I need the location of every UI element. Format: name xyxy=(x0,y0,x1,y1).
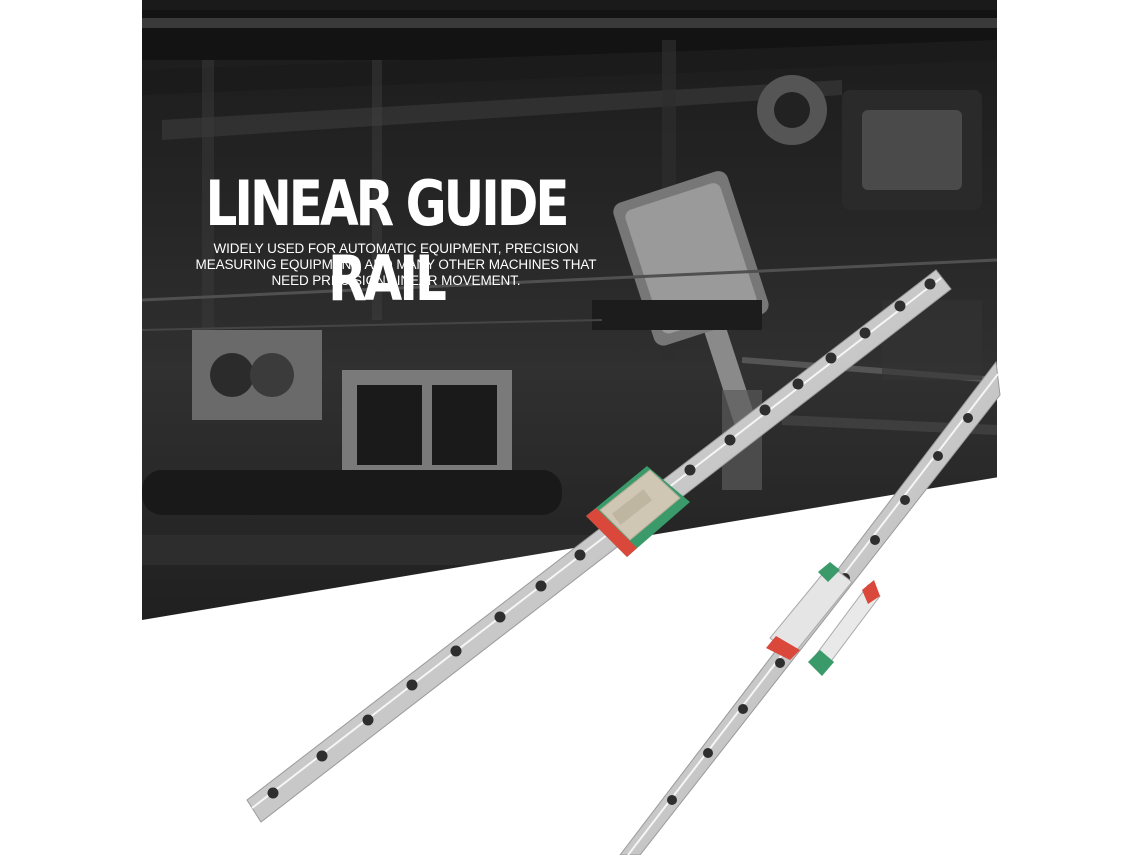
industrial-machinery-background xyxy=(142,0,997,620)
guide-rail-right xyxy=(619,360,1001,855)
page-title: LINEAR GUIDE RAIL xyxy=(205,167,570,315)
mounting-holes xyxy=(267,278,936,799)
mounting-holes xyxy=(667,413,973,805)
machinery-illustration xyxy=(142,10,997,565)
guide-rail-left xyxy=(246,269,952,823)
product-description: WIDELY USED FOR AUTOMATIC EQUIPMENT, PRE… xyxy=(195,241,597,288)
sliding-carriage xyxy=(586,466,690,557)
sliding-carriage xyxy=(766,562,881,676)
